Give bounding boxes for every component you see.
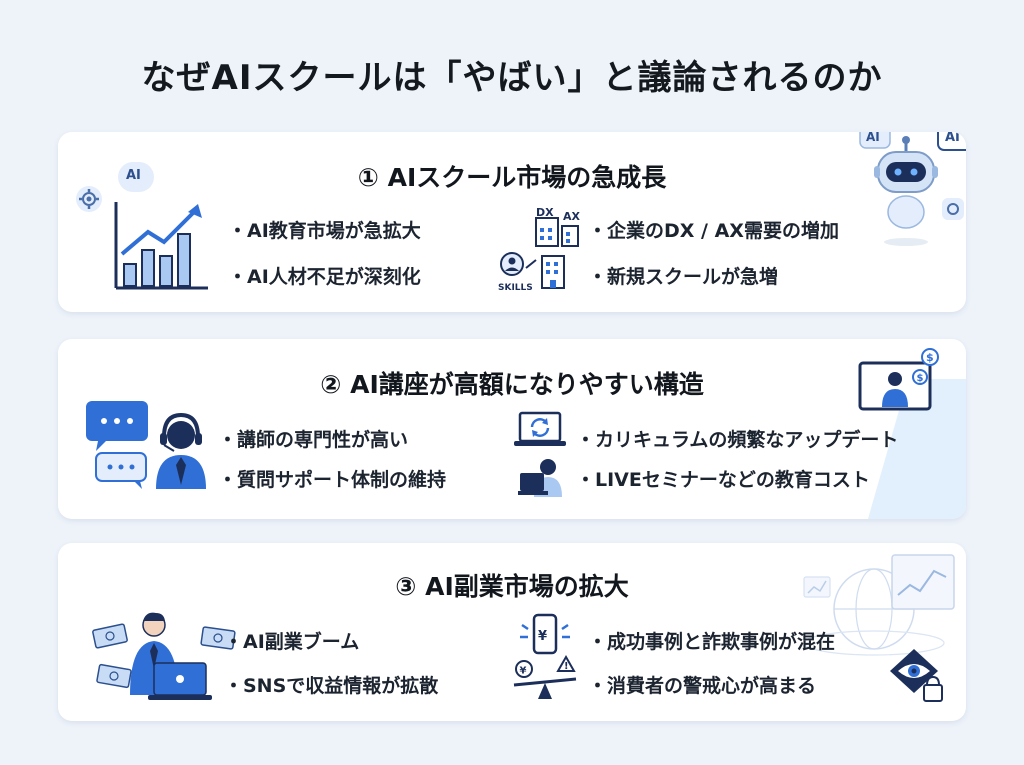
bullet-item: ・AI人材不足が深刻化 — [228, 266, 421, 288]
robot-ai-label-2: AI — [945, 132, 960, 145]
skills-label: SKILLS — [498, 283, 533, 293]
dx-ax-building-icon: DX AX — [535, 206, 581, 247]
svg-text:¥: ¥ — [538, 629, 547, 644]
businessman-money-icon — [92, 612, 236, 700]
page-title: なぜAIスクールは「やばい」と議論されるのか — [141, 58, 883, 98]
bullet-item: ・カリキュラムの頻繁なアップデート — [576, 429, 899, 451]
bullet-item: ・新規スクールが急増 — [588, 266, 779, 288]
bullet-item: ・AI副業ブーム — [224, 631, 360, 653]
laptop-refresh-icon — [514, 411, 566, 446]
robot-icon: AI AI — [859, 132, 966, 246]
svg-text:¥: ¥ — [520, 666, 527, 677]
section-side-business: ③ AI副業市場の拡大 ・AI副業ブーム ・SNSで収益情報が拡散 ¥ ! ¥ … — [58, 543, 966, 721]
gear-icon — [76, 186, 102, 212]
video-presenter-icon: $ $ — [858, 348, 939, 411]
section-course-cost: ② AI講座が高額になりやすい構造 ・講師の専門性が高い ・質問サポート体制の維… — [58, 339, 966, 519]
headset-person-icon — [156, 412, 206, 489]
bullet-item: ・質問サポート体制の維持 — [218, 469, 447, 491]
skills-person-icon: SKILLS — [498, 252, 565, 293]
svg-text:$: $ — [926, 351, 934, 364]
section-title: ② AI講座が高額になりやすい構造 — [320, 370, 704, 399]
person-laptop-icon — [518, 459, 562, 497]
ai-bubble-icon: AI — [118, 162, 154, 192]
ax-label: AX — [563, 210, 581, 223]
bullet-item: ・AI教育市場が急拡大 — [228, 220, 421, 242]
eye-lock-icon — [890, 649, 943, 702]
robot-ai-label-1: AI — [866, 132, 880, 144]
bullet-item: ・SNSで収益情報が拡散 — [224, 675, 439, 697]
section-market-growth: ① AIスクール市場の急成長 AI ・AI教育市場が急拡大 ・AI人材不足が深刻… — [58, 132, 966, 312]
globe-dashboard-icon — [803, 554, 955, 656]
phone-yen-scale-icon: ¥ ! ¥ — [513, 613, 577, 699]
svg-text:$: $ — [917, 373, 924, 384]
section-title: ① AIスクール市場の急成長 — [357, 163, 667, 192]
light-beam-decoration — [868, 379, 966, 519]
dx-label: DX — [536, 206, 554, 219]
bullet-item: ・企業のDX / AX需要の増加 — [588, 220, 839, 242]
bullet-item: ・講師の専門性が高い — [218, 429, 409, 451]
section-title: ③ AI副業市場の拡大 — [395, 572, 629, 601]
bullet-item: ・成功事例と詐欺事例が混在 — [588, 631, 836, 653]
svg-text:!: ! — [564, 661, 569, 672]
chat-bubbles-icon — [86, 401, 148, 489]
bullet-item: ・消費者の警戒心が高まる — [588, 675, 817, 697]
bullet-item: ・LIVEセミナーなどの教育コスト — [576, 469, 870, 491]
growth-chart-icon — [114, 202, 208, 290]
